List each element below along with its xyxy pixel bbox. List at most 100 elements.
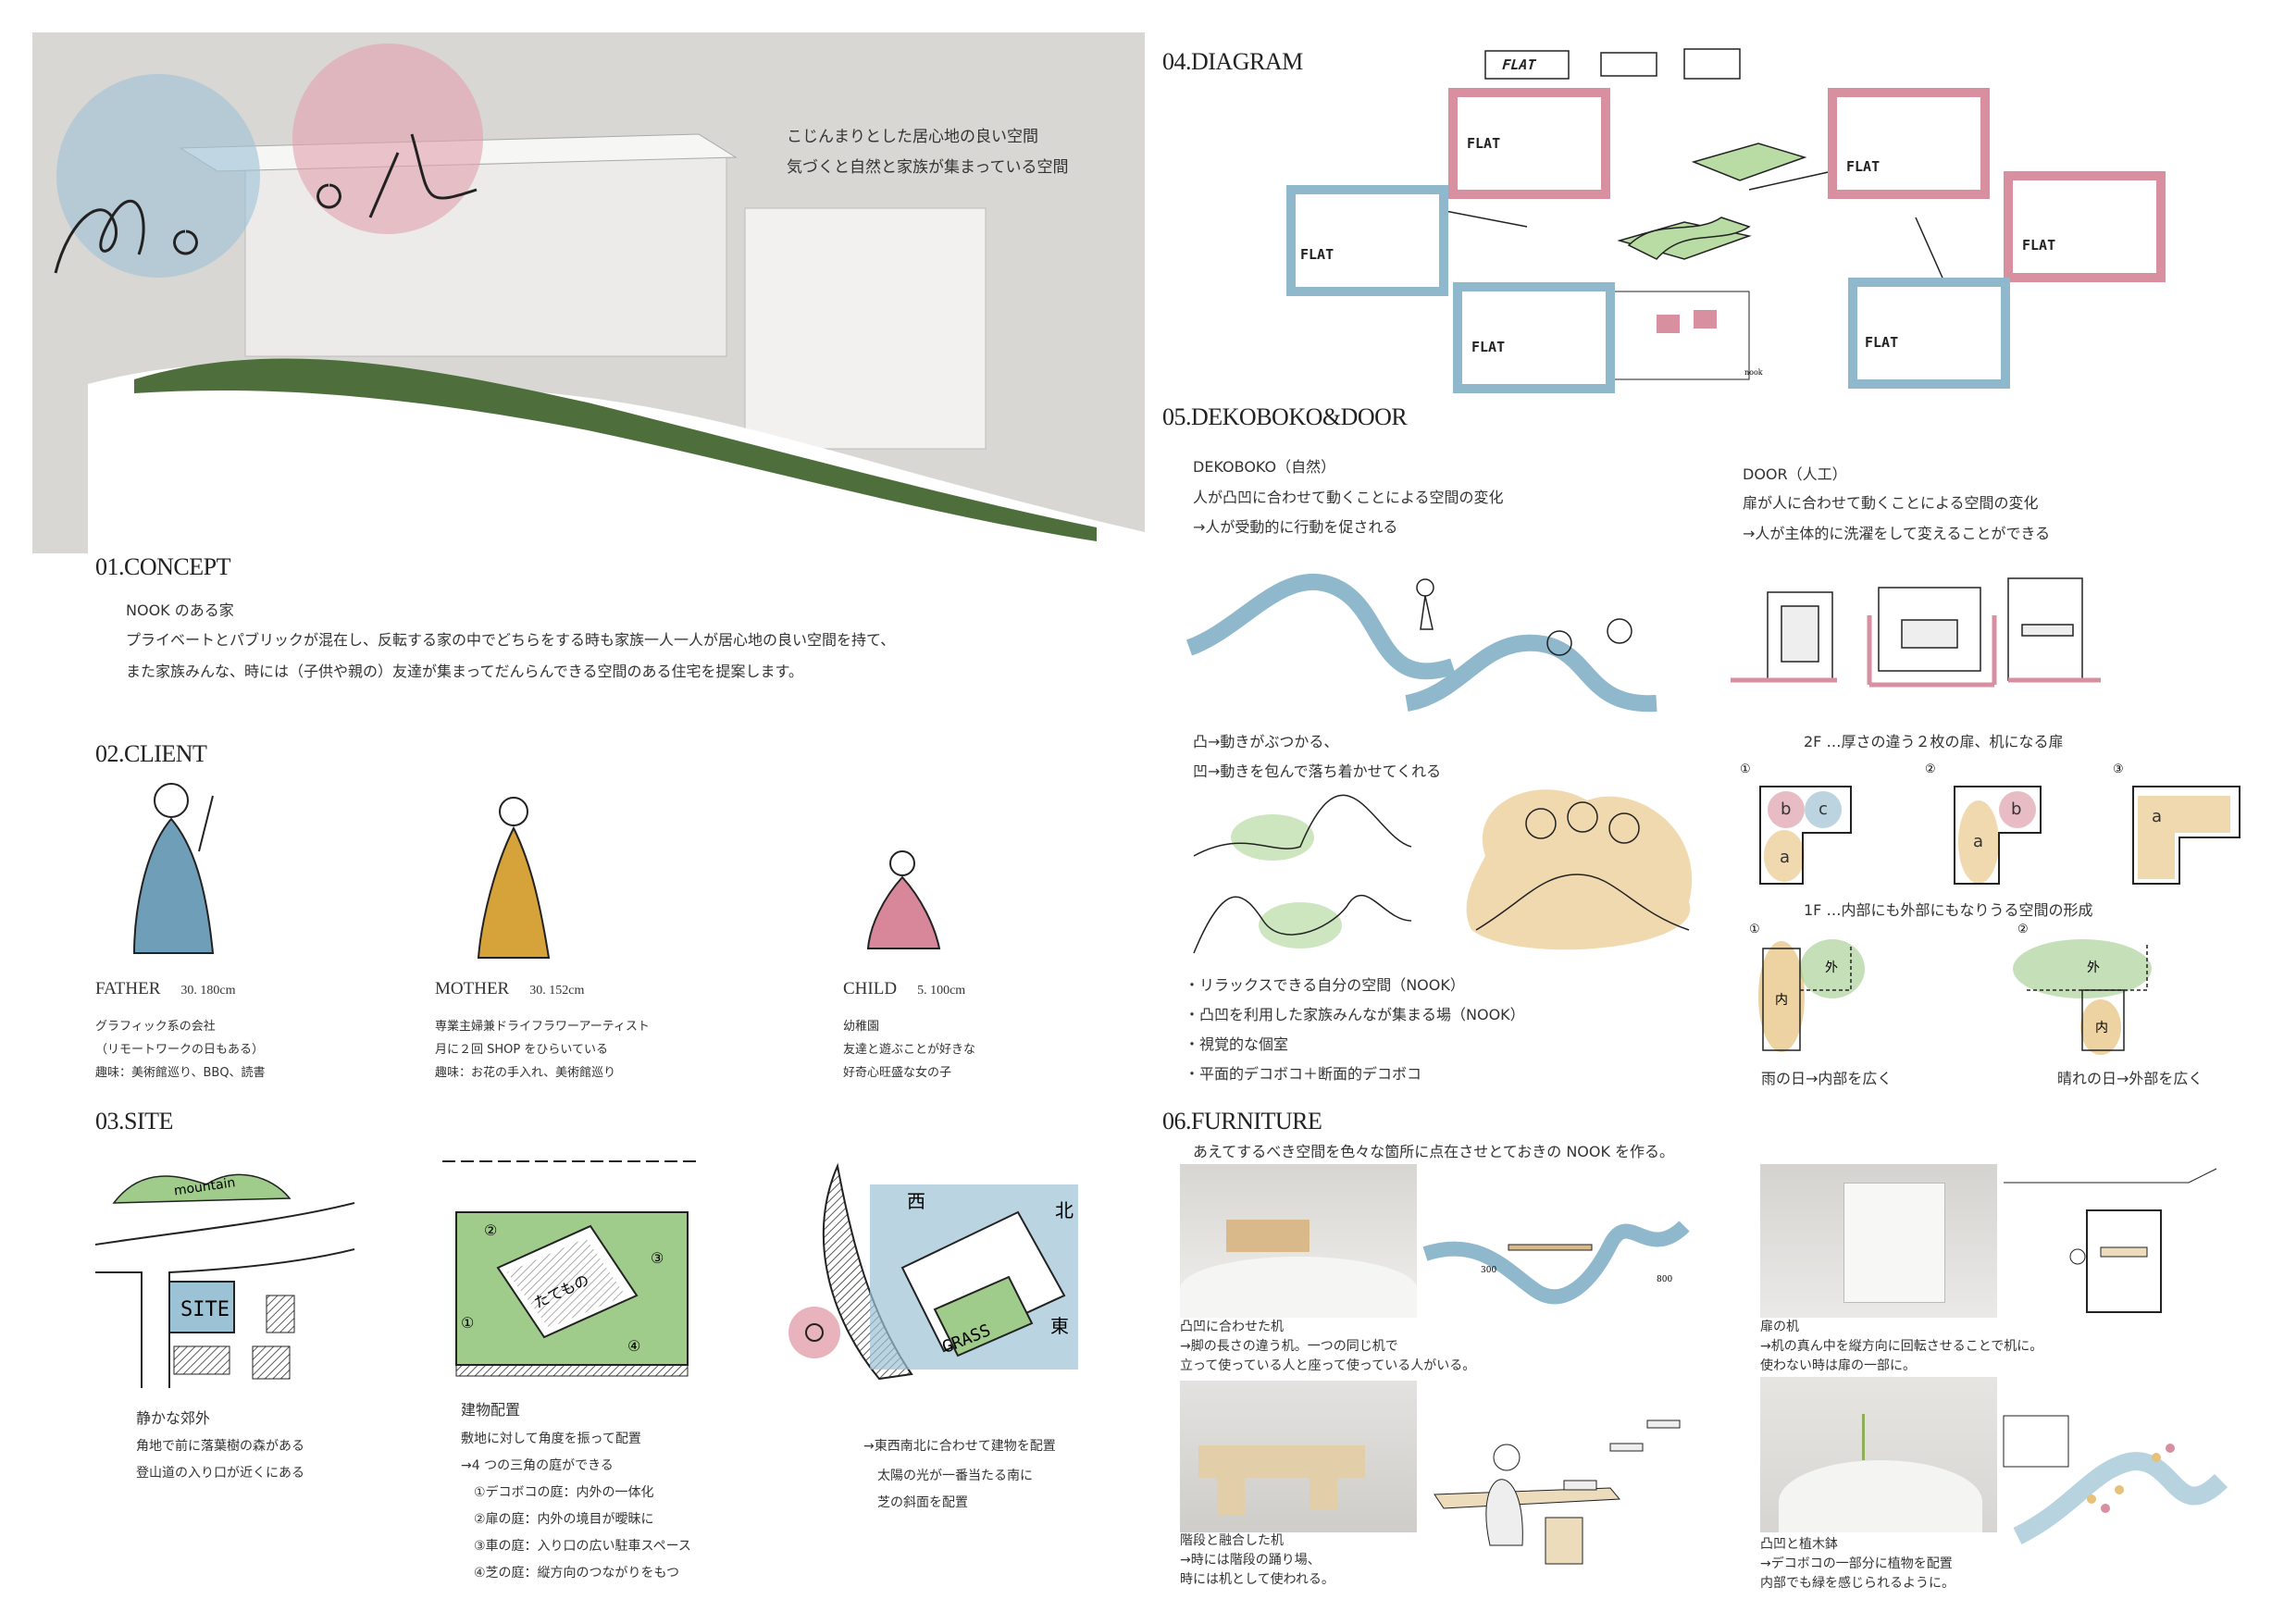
- door-line-1: 扉が人に合わせて動くことによる空間の変化: [1743, 494, 2039, 512]
- site-plan: たてもの ① ② ③ ④: [442, 1160, 701, 1377]
- site-col2-line-1: 敷地に対して角度を振って配置: [461, 1432, 641, 1446]
- site-col2-line-6: ④芝の庭：縦方向のつながりをもつ: [474, 1566, 679, 1581]
- site-heading: 03.SITE: [95, 1108, 173, 1134]
- father-info: 30. 180cm: [180, 984, 236, 998]
- garden-num-3: ③: [651, 1249, 664, 1267]
- nook-logo: [54, 133, 478, 274]
- sunny-caption: 晴れの日→外部を広く: [2057, 1070, 2203, 1087]
- dekoboko-heading: 05.DEKOBOKO&DOOR: [1162, 403, 1408, 430]
- flat-label: FLAT: [1865, 334, 1898, 351]
- furniture-4-line-2: 内部でも緑を感じられるように。: [1760, 1576, 1955, 1591]
- mound-shape: [1779, 1460, 1982, 1532]
- stool-shape: [1310, 1473, 1337, 1510]
- blue-circle-decor: [56, 74, 260, 278]
- rainy-caption: 雨の日→内部を広く: [1761, 1070, 1893, 1087]
- child-figure: [866, 850, 941, 949]
- stool-shape: [1217, 1478, 1245, 1515]
- furniture-heading: 06.FURNITURE: [1162, 1108, 1322, 1134]
- site-map-context: mountain SITE: [94, 1173, 355, 1388]
- garden-num-1: ①: [461, 1314, 474, 1332]
- furniture-intro: あえてするべき空間を色々な箇所に点在させとておきの NOOK を作る。: [1193, 1143, 1675, 1160]
- site-col1-title: 静かな郊外: [136, 1409, 211, 1427]
- father-desc-1: グラフィック系の会社: [95, 1020, 216, 1034]
- door-shape: [1843, 1183, 1945, 1303]
- site-col3-line-2: 太陽の光が一番当たる南に: [877, 1469, 1033, 1483]
- concept-heading: 01.CONCEPT: [95, 553, 230, 580]
- furniture-1-line-1: →脚の長さの違う机。一つの同じ机で: [1180, 1339, 1398, 1354]
- plan-letter: c: [1819, 800, 1828, 819]
- mother-desc-1: 専業主婦兼ドライフラワーアーティスト: [435, 1020, 650, 1034]
- convex-concave-sketch: [1193, 789, 1693, 954]
- client-heading: 02.CLIENT: [95, 740, 207, 767]
- plan-num-2: ②: [2017, 923, 2029, 936]
- plant-stem: [1862, 1414, 1890, 1460]
- child-info: 5. 100cm: [917, 984, 966, 998]
- father-desc-3: 趣味：美術館巡り、BBQ、読書: [95, 1066, 266, 1080]
- plan-num-1: ①: [1749, 923, 1760, 936]
- site-col3-line-3: 芝の斜面を配置: [877, 1495, 968, 1510]
- furniture-3-title: 扉の机: [1760, 1320, 1799, 1334]
- furniture-3-line-1: →机の真ん中を縦方向に回転させることで机に。: [1760, 1339, 2043, 1354]
- plan-num-3: ③: [2113, 762, 2124, 776]
- west-label: 西: [907, 1190, 925, 1212]
- plan-num-2: ②: [1925, 762, 1936, 776]
- furniture-photo-planter: [1760, 1377, 1997, 1532]
- outside-label: 外: [2087, 961, 2100, 975]
- door-title: DOOR（人工）: [1743, 465, 1847, 483]
- site-col2-line-2: →4 つの三角の庭ができる: [461, 1458, 614, 1473]
- inside-label: 内: [1775, 993, 1788, 1008]
- dekoboko-bullet-4: ・平面的デコボコ＋断面的デコボコ: [1185, 1065, 1422, 1083]
- floor2-caption: 2F …厚さの違う２枚の扉、机になる扉: [1804, 733, 2064, 750]
- furniture-photo-stair-desk: [1180, 1381, 1417, 1532]
- site-col1-line-2: 登山道の入り口が近くにある: [136, 1466, 304, 1481]
- furniture-2-title: 階段と融合した机: [1180, 1533, 1284, 1548]
- hero-tagline-1: こじんまりとした居心地の良い空間: [787, 128, 1038, 146]
- concave-text: 凹→動きを包んで落ち着かせてくれる: [1193, 762, 1442, 780]
- furniture-4-title: 凸凹と植木鉢: [1760, 1537, 1838, 1552]
- father-name: FATHER: [95, 979, 161, 998]
- dekoboko-line-1: 人が凸凹に合わせて動くことによる空間の変化: [1193, 489, 1504, 506]
- site-col2-line-3: ①デコボコの庭：内外の一体化: [474, 1485, 654, 1500]
- plan-letter: b: [2011, 800, 2021, 819]
- site-orientation: GRASS 西 北 東: [788, 1162, 1078, 1381]
- pink-circle-decor: [292, 43, 483, 234]
- dim-label: 300: [1481, 1266, 1496, 1275]
- father-figure: [132, 783, 215, 954]
- child-desc-3: 好奇心旺盛な女の子: [843, 1066, 952, 1080]
- hero-tagline-2: 気づくと自然と家族が集まっている空間: [787, 158, 1069, 177]
- diagram-heading: 04.DIAGRAM: [1162, 48, 1303, 75]
- door-illustration: [1731, 577, 2101, 688]
- furniture-1-title: 凸凹に合わせた机: [1180, 1320, 1284, 1334]
- child-desc-1: 幼稚園: [843, 1020, 880, 1034]
- flat-label: FLAT: [1471, 339, 1505, 355]
- diagram-signature: nook: [1744, 368, 1763, 377]
- dekoboko-desk-sketch: 300 800: [1422, 1221, 1690, 1305]
- furniture-photo-door-desk: [1760, 1164, 1997, 1318]
- garden-num-2: ②: [484, 1221, 497, 1239]
- flat-label: FLAT: [2022, 237, 2055, 254]
- plan-num-1: ①: [1740, 762, 1751, 776]
- dekoboko-bullet-1: ・リラックスできる自分の空間（NOOK）: [1185, 976, 1465, 994]
- flat-label: FLAT: [1500, 56, 1538, 73]
- furniture-2-line-2: 時には机として使われる。: [1180, 1572, 1334, 1587]
- plan-letter: a: [2152, 807, 2162, 826]
- outside-label: 外: [1825, 961, 1838, 975]
- mother-figure: [477, 797, 551, 959]
- father-label: FATHER 30. 180cm: [95, 979, 236, 999]
- concept-title: NOOK のある家: [126, 601, 234, 619]
- flat-label: FLAT: [1300, 246, 1334, 263]
- floor1-caption: 1F …内部にも外部にもなりうる空間の形成: [1804, 901, 2093, 919]
- site-col1-line-1: 角地で前に落葉樹の森がある: [136, 1439, 304, 1454]
- furniture-3-line-2: 使わない時は扉の一部に。: [1760, 1358, 1916, 1373]
- mother-info: 30. 152cm: [529, 984, 585, 998]
- flat-label: FLAT: [1846, 158, 1880, 175]
- diagram-illustration: FLAT FLAT FLAT FLAT FLAT FLAT FLAT nook: [1286, 48, 2166, 393]
- site-col2-line-4: ②扉の庭：内外の境目が曖昧に: [474, 1512, 654, 1527]
- inside-label: 内: [2095, 1021, 2108, 1035]
- child-desc-2: 友達と遊ぶことが好きな: [843, 1043, 976, 1057]
- dekoboko-bullet-2: ・凸凹を利用した家族みんなが集まる場（NOOK）: [1185, 1006, 1525, 1023]
- north-label: 北: [1055, 1199, 1074, 1221]
